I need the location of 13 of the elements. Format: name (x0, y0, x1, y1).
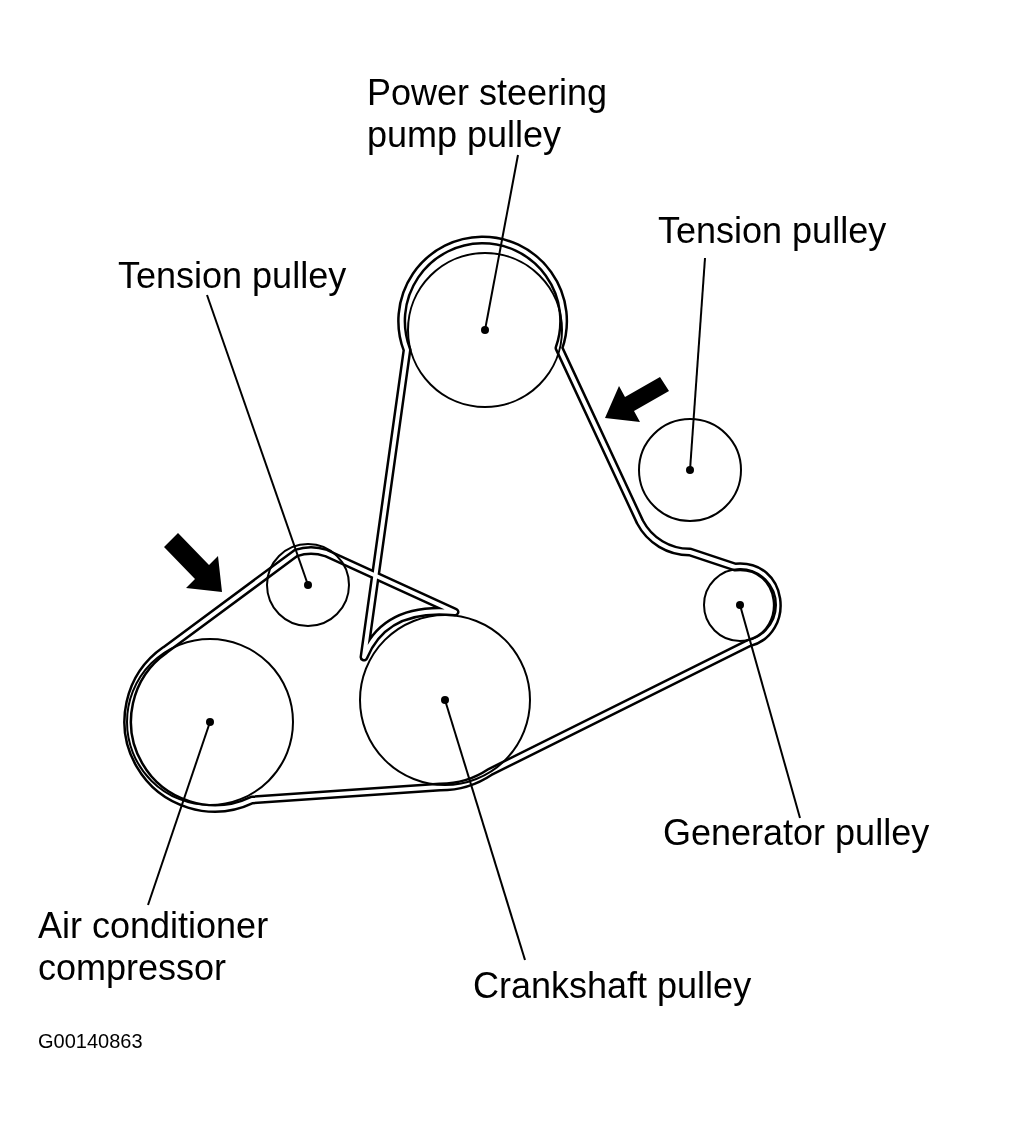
pulley-circle (126, 638, 294, 806)
callout-label: Power steering pump pulley (367, 72, 677, 156)
callout-label: Tension pulley (658, 210, 978, 252)
pulley-circle (407, 252, 563, 408)
pulley-circle (703, 568, 777, 642)
pulley-circle (266, 543, 350, 627)
callout-label: Air conditioner compressor (38, 905, 338, 989)
callout-label: Tension pulley (118, 255, 418, 297)
callout-label: Crankshaft pulley (473, 965, 833, 1007)
pulley-circle (638, 418, 742, 522)
callout-label: Generator pulley (663, 812, 1003, 854)
figure-code: G00140863 (38, 1030, 143, 1053)
pulley-circle (359, 614, 531, 786)
